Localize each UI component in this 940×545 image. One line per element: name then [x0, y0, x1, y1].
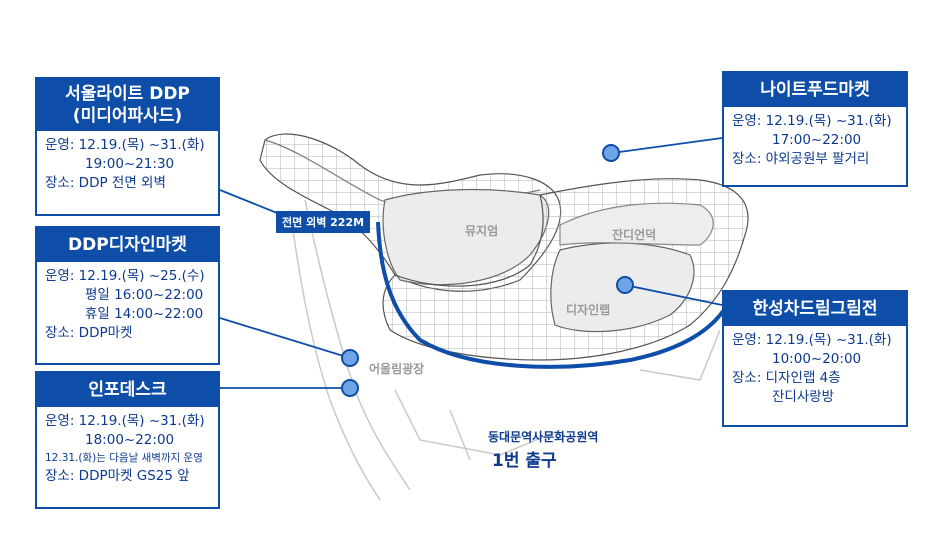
hansung-title: 한성차드림그림전 — [724, 292, 906, 326]
nightfood-place: 장소: 야외공원부 팔거리 — [732, 151, 870, 167]
seoullight-place: 장소: DDP 전면 외벽 — [45, 175, 166, 191]
hansung-period: 운영: 12.19.(목) ~31.(화) — [732, 332, 892, 348]
exit-number-label: 1번 출구 — [492, 451, 557, 471]
connector-lines — [219, 137, 723, 389]
hansung-hours: 10:00~20:00 — [772, 351, 862, 367]
ddpmarket-holiday-hours: 휴일 14:00~22:00 — [85, 306, 204, 322]
hansung-card: 한성차드림그림전 운영: 12.19.(목) ~31.(화) 10:00~20:… — [722, 290, 908, 427]
ddpmarket-weekday-hours: 평일 16:00~22:00 — [85, 287, 204, 303]
seoullight-title-line2: (미디어파사드) — [72, 106, 183, 126]
infodesk-location-marker[interactable] — [341, 379, 359, 397]
infodesk-details: 운영: 12.19.(목) ~31.(화) 18:00~22:00 12.31.… — [37, 407, 218, 491]
seoullight-card: 서울라이트 DDP (미디어파사드) 운영: 12.19.(목) ~31.(화)… — [35, 77, 220, 216]
nightfood-hours: 17:00~22:00 — [772, 132, 862, 148]
nightfood-title: 나이트푸드마켓 — [724, 73, 906, 107]
infodesk-hours: 18:00~22:00 — [85, 432, 175, 448]
seoullight-title: 서울라이트 DDP (미디어파사드) — [37, 79, 218, 131]
ddpmarket-card: DDP디자인마켓 운영: 12.19.(목) ~25.(수) 평일 16:00~… — [35, 226, 220, 365]
ground-outline — [289, 199, 721, 501]
grass-hill-label: 잔디언덕 — [612, 228, 657, 242]
seoullight-hours: 19:00~21:30 — [85, 156, 175, 172]
nightfood-location-marker[interactable] — [602, 144, 620, 162]
hansung-room: 잔디사랑방 — [772, 389, 835, 405]
infodesk-note: 12.31.(화)는 다음날 새벽까지 운영 — [45, 452, 203, 464]
ddpmarket-period: 운영: 12.19.(목) ~25.(수) — [45, 268, 205, 284]
ddpmarket-title: DDP디자인마켓 — [37, 228, 218, 262]
facade-length-tag: 전면 외벽 222M — [276, 211, 371, 233]
nightfood-details: 운영: 12.19.(목) ~31.(화) 17:00~22:00 장소: 야외… — [724, 107, 906, 174]
seoullight-period: 운영: 12.19.(목) ~31.(화) — [45, 137, 205, 153]
hansung-details: 운영: 12.19.(목) ~31.(화) 10:00~20:00 장소: 디자… — [724, 326, 906, 412]
seoullight-title-line1: 서울라이트 DDP — [65, 84, 190, 104]
plaza-label: 어울림광장 — [369, 362, 425, 376]
ddpmarket-details: 운영: 12.19.(목) ~25.(수) 평일 16:00~22:00 휴일 … — [37, 262, 218, 348]
infodesk-period: 운영: 12.19.(목) ~31.(화) — [45, 413, 205, 429]
ddpmarket-location-marker[interactable] — [341, 349, 359, 367]
hansung-location-marker[interactable] — [616, 276, 634, 294]
seoullight-details: 운영: 12.19.(목) ~31.(화) 19:00~21:30 장소: DD… — [37, 131, 218, 198]
nightfood-period: 운영: 12.19.(목) ~31.(화) — [732, 113, 892, 129]
design-lab-label: 디자인랩 — [566, 303, 611, 317]
hansung-place: 장소: 디자인랩 4층 — [732, 370, 841, 386]
nightfood-card: 나이트푸드마켓 운영: 12.19.(목) ~31.(화) 17:00~22:0… — [722, 71, 908, 187]
museum-label: 뮤지엄 — [465, 224, 499, 238]
infodesk-title: 인포데스크 — [37, 373, 218, 407]
ddp-building — [259, 133, 749, 361]
infodesk-place: 장소: DDP마켓 GS25 앞 — [45, 468, 190, 484]
facade-line — [376, 221, 732, 369]
exit-station-label: 동대문역사문화공원역 — [488, 430, 599, 444]
infodesk-card: 인포데스크 운영: 12.19.(목) ~31.(화) 18:00~22:00 … — [35, 371, 220, 509]
ddpmarket-place: 장소: DDP마켓 — [45, 325, 133, 341]
